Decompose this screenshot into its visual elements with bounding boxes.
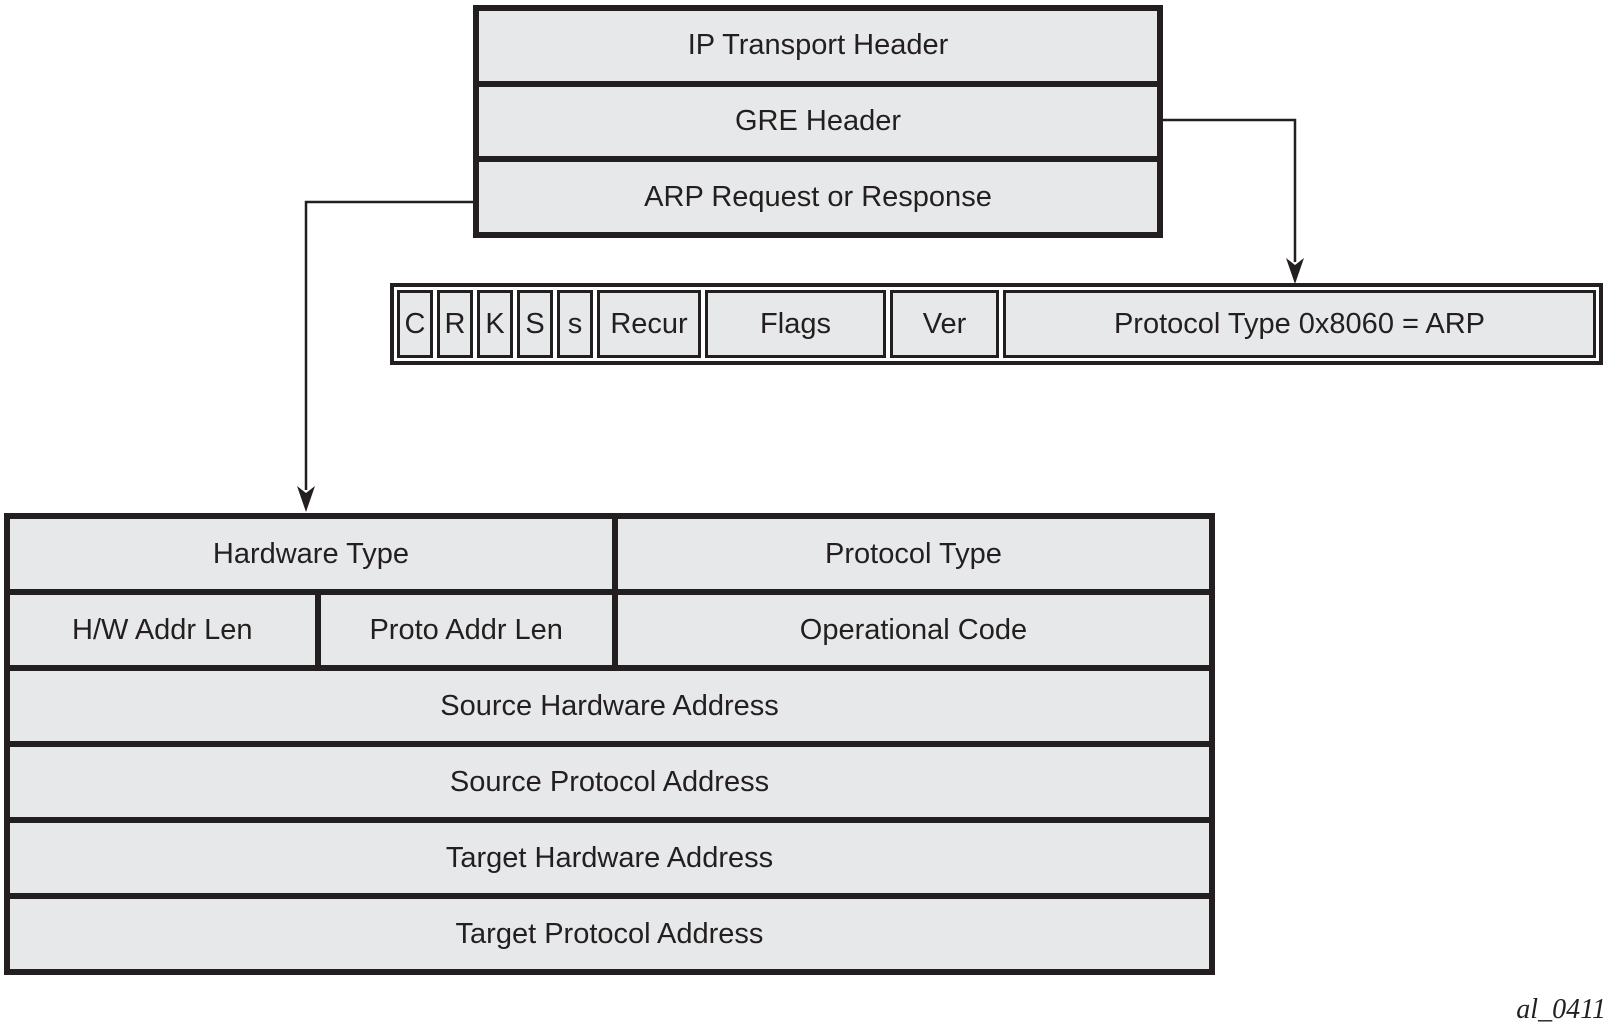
stack-row-gre-header: GRE Header [479,80,1157,157]
arp-row-lengths-opcode: H/W Addr Len Proto Addr Len Operational … [10,589,1209,665]
arp-row-target-hardware-address: Target Hardware Address [10,817,1209,893]
arp-cell-target-protocol-address: Target Protocol Address [10,899,1209,969]
arp-cell-source-protocol-address: Source Protocol Address [10,747,1209,817]
arp-cell-label: Target Protocol Address [455,917,764,950]
arp-cell-source-hardware-address: Source Hardware Address [10,671,1209,741]
arp-cell-protocol-type: Protocol Type [611,519,1209,589]
gre-header-fields: C R K S s Recur Flags Ver Protocol Type … [390,283,1603,365]
gre-arrowhead-icon [1286,258,1304,284]
gre-field-label: Flags [760,307,831,340]
stack-row-ip-transport-header: IP Transport Header [479,11,1157,81]
arp-cell-label: Operational Code [799,613,1028,646]
arp-cell-hw-addr-len: H/W Addr Len [10,595,315,665]
gre-field-label: Recur [610,307,688,340]
stack-row-arp-request-or-response: ARP Request or Response [479,156,1157,232]
gre-field-label: S [525,307,545,340]
gre-field-k: K [477,290,513,358]
gre-field-ver: Ver [890,290,999,358]
arp-cell-label: Hardware Type [212,537,409,570]
figure-id-label: al_0411 [1516,994,1606,1025]
gre-field-label: Protocol Type 0x8060 = ARP [1113,307,1486,340]
arp-packet-table: Hardware Type Protocol Type H/W Addr Len… [4,513,1215,975]
arp-cell-label: Proto Addr Len [369,613,563,646]
stack-row-label: IP Transport Header [687,29,949,62]
arp-cell-hardware-type: Hardware Type [10,519,612,589]
arp-arrowhead-icon [297,486,315,512]
gre-connector-line [1160,118,1297,262]
gre-field-label: C [404,307,426,340]
gre-field-s-strict: S [517,290,553,358]
gre-field-label: R [444,307,466,340]
gre-field-protocol-type: Protocol Type 0x8060 = ARP [1003,290,1596,358]
stack-row-label: GRE Header [734,105,901,137]
arp-cell-operational-code: Operational Code [611,595,1209,665]
gre-field-label: s [567,307,583,340]
encapsulation-stack: IP Transport Header GRE Header ARP Reque… [473,5,1163,238]
arp-row-target-protocol-address: Target Protocol Address [10,893,1209,969]
stack-row-label: ARP Request or Response [644,180,992,213]
gre-field-s-sequence: s [557,290,593,358]
arp-row-source-protocol-address: Source Protocol Address [10,741,1209,817]
gre-field-c: C [397,290,433,358]
gre-field-r: R [437,290,473,358]
gre-field-label: Ver [922,307,967,340]
arp-cell-label: Source Hardware Address [440,689,779,722]
arp-cell-label: Protocol Type [825,537,1002,570]
arp-cell-label: Target Hardware Address [445,841,774,874]
arp-cell-target-hardware-address: Target Hardware Address [10,823,1209,893]
arp-cell-proto-addr-len: Proto Addr Len [314,595,612,665]
arp-cell-label: H/W Addr Len [72,613,253,646]
arp-cell-label: Source Protocol Address [449,765,770,798]
gre-field-recur: Recur [597,290,701,358]
gre-field-label: K [485,307,505,340]
gre-field-flags: Flags [705,290,886,358]
arp-row-source-hardware-address: Source Hardware Address [10,665,1209,741]
arp-row-types: Hardware Type Protocol Type [10,519,1209,589]
